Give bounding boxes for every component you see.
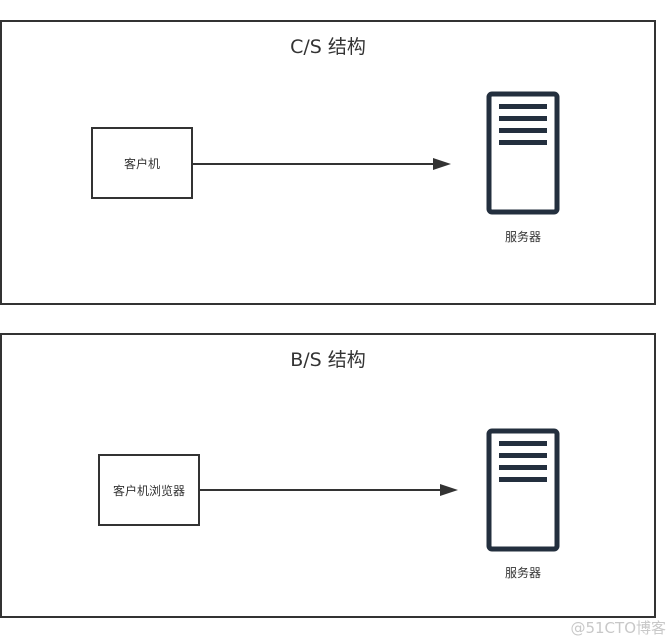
cs-panel-title: C/S 结构 xyxy=(290,36,366,58)
watermark: @51CTO博客 xyxy=(570,619,666,637)
cs-client-node: 客户机 xyxy=(91,127,193,199)
bs-arrow-icon xyxy=(200,484,458,496)
bs-panel-title: B/S 结构 xyxy=(290,349,366,371)
bs-server-label: 服务器 xyxy=(504,566,541,580)
cs-server-icon xyxy=(486,91,560,215)
bs-client-browser-node: 客户机浏览器 xyxy=(98,454,200,526)
bs-client-label: 客户机浏览器 xyxy=(112,483,185,498)
cs-client-label: 客户机 xyxy=(123,156,160,171)
bs-server-icon xyxy=(486,428,560,552)
cs-arrow-icon xyxy=(193,158,451,170)
cs-server-label: 服务器 xyxy=(504,230,541,244)
